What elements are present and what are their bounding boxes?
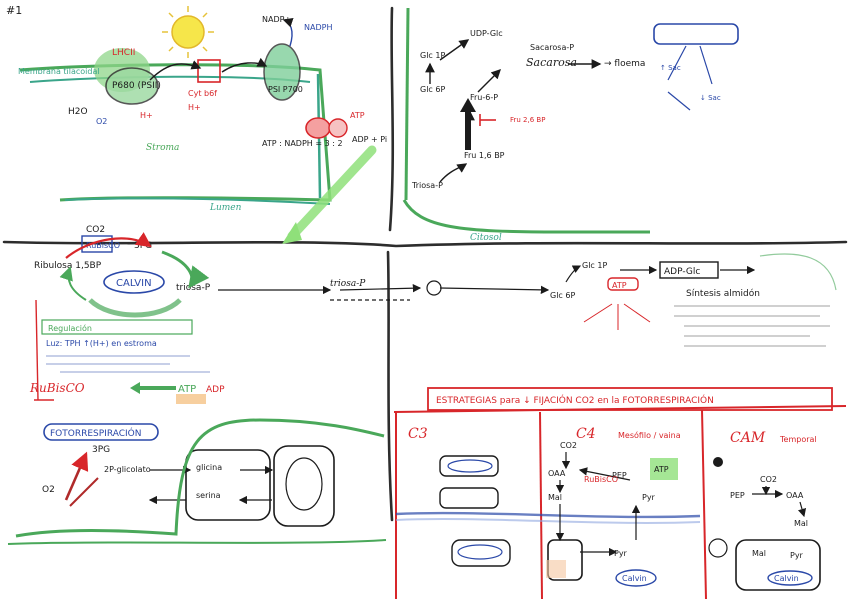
c4-note: Mesófilo / vaina	[618, 430, 681, 440]
co2-label: CO2	[86, 225, 105, 235]
sucrose-title: Sacarosa	[526, 56, 577, 69]
udp-glc-label: UDP-Glc	[470, 29, 503, 38]
svg-text:↓ Sac: ↓ Sac	[700, 94, 721, 102]
lumen-line	[64, 197, 331, 205]
starch-synthesis: ADP-Glc Glc 1P Glc 6P Síntesis almidón A…	[550, 253, 837, 347]
sucrose-synthesis: Sacarosa UDP-Glc Sacarosa-P Glc 1P Glc 6…	[402, 7, 739, 243]
cam-mal: Mal	[794, 519, 808, 528]
atp-calvin-label: ATP	[178, 384, 196, 395]
c4-pep: PEP	[612, 471, 627, 480]
page-number: #1	[6, 4, 22, 17]
cytb6f-complex	[197, 59, 221, 83]
svg-text:↑ Sac: ↑ Sac	[660, 64, 681, 72]
sun-small-icon	[708, 538, 728, 558]
c4-co2: CO2	[560, 441, 577, 450]
cam-calvin: Calvin	[774, 574, 799, 583]
calvin-title: CALVIN	[116, 278, 152, 289]
ratio-label: ATP : NADPH = 3 : 2	[262, 139, 343, 148]
f26bp-label: Fru 2,6 BP	[510, 116, 545, 124]
starch-synthesis-label: Síntesis almidón	[686, 288, 760, 299]
divider-top-vertical	[388, 6, 395, 232]
triose-export-label: triosa-P	[330, 279, 366, 289]
psii-label: P680 (PSII)	[112, 81, 161, 91]
sucrose-p-label: Sacarosa-P	[530, 43, 574, 52]
membrane-label: Membrana tilacoidal	[18, 67, 100, 76]
peroxisome	[185, 449, 271, 521]
transport-label: → floema	[604, 59, 645, 69]
rubp-label: Ribulosa 1,5BP	[34, 261, 102, 271]
serine-label: serina	[196, 491, 221, 500]
lumen-label: Lumen	[209, 203, 242, 213]
photorespiration: FOTORRESPIRACIÓN 3PG O2 2P-glicolato gli…	[7, 418, 387, 545]
atp-flow-arrow	[287, 145, 377, 241]
c4-oaa: OAA	[548, 469, 566, 478]
rubisco-small-label: RuBisCO	[86, 241, 120, 250]
oxygen-label: O2	[96, 117, 107, 126]
cam-mal-bottom: Mal	[752, 549, 766, 558]
starch-atp-label: ATP	[612, 281, 627, 290]
proton-label-1: H+	[140, 111, 153, 120]
cam-pyr: Pyr	[790, 551, 804, 560]
starch-glc1p-label: Glc 1P	[582, 261, 607, 270]
divider-middle-horizontal	[2, 240, 848, 248]
regulation-label: Regulación	[48, 323, 92, 333]
c4-title: C4	[576, 426, 596, 442]
strategies-header: ESTRATEGIAS para ↓ FIJACIÓN CO2 en la FO…	[436, 394, 714, 406]
adp-calvin-label: ADP	[206, 385, 225, 395]
nadp-label: NADP+	[262, 15, 291, 24]
nadph-label: NADPH	[304, 23, 332, 32]
stroma-label: Stroma	[146, 143, 179, 153]
cam-co2: CO2	[760, 475, 777, 484]
psi-label: PSI P700	[268, 85, 303, 94]
cytb6f-label: Cyt b6f	[188, 89, 217, 98]
calvin-title-oval	[103, 270, 165, 294]
adp-label: ADP + Pi	[352, 135, 387, 144]
lhcii-label: LHCII	[112, 48, 135, 58]
c3-title: C3	[408, 426, 428, 442]
starch-glc6p-label: Glc 6P	[550, 291, 575, 300]
light-phase: #1 LHCII P680 (PSII) Cyt b6f PSI P700 NA…	[6, 4, 387, 244]
g1p-label: Glc 1P	[420, 51, 445, 60]
cytosol-label: Citosol	[470, 233, 502, 243]
g6p-label: Glc 6P	[420, 85, 445, 94]
c4-atp: ATP	[654, 465, 669, 474]
cam-title: CAM	[730, 430, 766, 446]
carbon-strategies: ESTRATEGIAS para ↓ FIJACIÓN CO2 en la FO…	[393, 387, 847, 600]
atp-synthase	[305, 117, 331, 139]
proton-label-2: H+	[188, 103, 201, 112]
psii-complex	[105, 67, 159, 105]
triose-label: Triosa-P	[411, 181, 443, 190]
c4-pyr: Pyr	[642, 493, 656, 502]
c4-rubisco: RuBisCO	[584, 475, 618, 484]
divider-bottom-vertical	[386, 250, 394, 522]
cam-pep: PEP	[730, 491, 745, 500]
adp-glc-label: ADP-Glc	[664, 267, 700, 277]
cam-note: Temporal	[779, 435, 817, 444]
mitochondrion	[273, 445, 335, 527]
f16bp-label: Fru 1,6 BP	[464, 151, 505, 160]
sun-icon	[171, 15, 205, 49]
cam-oaa: OAA	[786, 491, 804, 500]
sun-rays	[162, 6, 214, 58]
atp-synthase-label: ATP	[350, 111, 365, 120]
rubisco-label: RuBisCO	[29, 381, 85, 395]
regulation-note: Luz: TPH ↑(H+) en estroma	[46, 339, 157, 348]
photoresp-o2-label: O2	[42, 485, 55, 495]
water-label: H2O	[68, 107, 88, 117]
triose-export	[218, 280, 550, 301]
triose-calvin-label: triosa-P	[176, 283, 211, 293]
photorespiration-title: FOTORRESPIRACIÓN	[50, 427, 141, 439]
c4-mal: Mal	[548, 493, 562, 502]
photoresp-pga-label: 3PG	[92, 445, 110, 455]
c4-pyr-bottom: Pyr	[614, 549, 628, 558]
f6p-label: Fru-6-P	[470, 93, 498, 102]
psi-complex	[263, 43, 301, 101]
regulation-box	[653, 23, 739, 45]
calvin-cycle: CO2 RuBisCO 3PG Ribulosa 1,5BP triosa-P …	[29, 225, 225, 404]
glycolate-label: 2P-glicolato	[104, 465, 151, 474]
c4-calvin: Calvin	[622, 574, 647, 583]
glycine-label: glicina	[196, 463, 222, 472]
